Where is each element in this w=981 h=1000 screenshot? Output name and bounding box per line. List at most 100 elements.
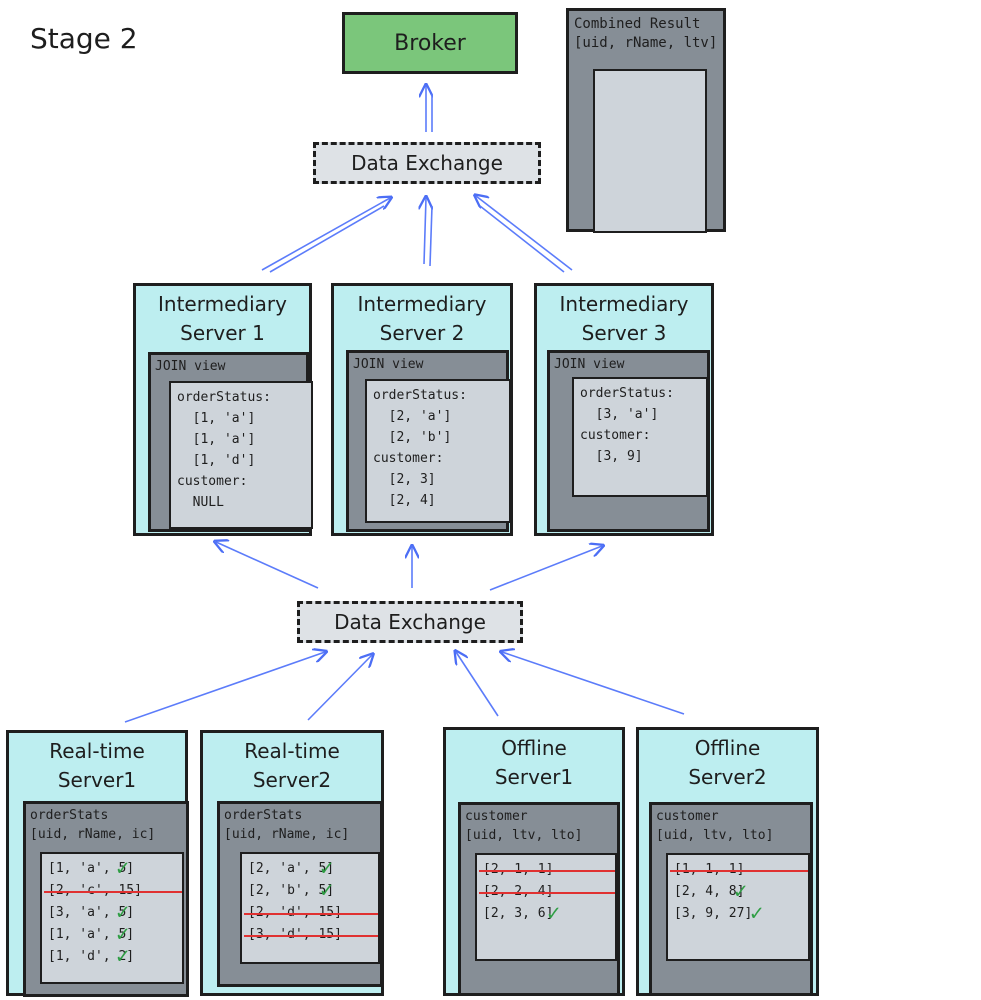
list-item: [2, 4]	[373, 493, 436, 508]
row-text: [2, 'c', 15]	[48, 883, 142, 898]
table-card: [2, 'a', 5]✓ [2, 'b', 5]✓ [2, 'd', 15] […	[240, 852, 380, 964]
table-columns: [uid, ltv, lto]	[465, 828, 583, 843]
join-view-card: orderStatus: [2, 'a'] [2, 'b'] customer:…	[365, 379, 511, 523]
row-text: [2, 'd', 15]	[248, 905, 342, 920]
source-server-subtitle: Server1	[57, 768, 137, 792]
table-row: [1, 'd', 2]✓	[48, 946, 176, 968]
source-server-title: Offline	[694, 736, 761, 760]
list-item: [1, 'a']	[177, 411, 256, 426]
table-name: customer	[656, 809, 719, 824]
row-text: [1, 1, 1]	[674, 862, 745, 877]
source-server-subtitle: Server2	[252, 768, 332, 792]
list-item: NULL	[177, 495, 224, 510]
offline-server-2: Offline Server2 customer [uid, ltv, lto]…	[636, 727, 819, 996]
arrow-exchange-to-im1	[216, 542, 319, 589]
top-data-exchange: Data Exchange	[313, 142, 541, 184]
arrow-rt2-to-exchange	[307, 655, 372, 721]
broker-box: Broker	[342, 12, 518, 74]
check-icon: ✓	[116, 856, 130, 881]
source-server-subtitle: Server1	[494, 765, 574, 789]
list-item: [1, 'a']	[177, 432, 256, 447]
combined-result-title: Combined Result	[574, 16, 701, 32]
intermediary-server-2: Intermediary Server 2 JOIN view orderSta…	[331, 283, 513, 536]
list-item: [2, 'b']	[373, 430, 452, 445]
table-row: [3, 9, 27]✓	[674, 903, 802, 925]
table-row: [2, 3, 6]✓	[483, 903, 609, 925]
top-data-exchange-label: Data Exchange	[351, 151, 503, 175]
check-icon: ✓	[734, 879, 748, 904]
join-view-label: JOIN view	[155, 359, 226, 374]
join-view-panel: JOIN view orderStatus: [1, 'a'] [1, 'a']…	[148, 352, 313, 532]
table-row: [3, 'a', 5]✓	[48, 902, 176, 924]
list-item: [2, 'a']	[373, 409, 452, 424]
row-text: [1, 'a', 5]	[48, 927, 135, 942]
table-columns: [uid, rName, ic]	[30, 827, 156, 842]
table-row: [1, 'a', 5]✓	[48, 858, 176, 880]
list-item: customer:	[373, 451, 444, 466]
arrow-im2-to-exchange-b	[429, 205, 433, 267]
check-icon: ✓	[320, 878, 334, 903]
offline-server-1: Offline Server1 customer [uid, ltv, lto]…	[443, 727, 625, 996]
table-name: orderStats	[224, 808, 303, 823]
table-columns: [uid, rName, ic]	[224, 827, 350, 842]
join-view-label: JOIN view	[554, 357, 625, 372]
table-row: [2, 'c', 15]	[44, 880, 182, 902]
arrow-im1-to-exchange-b	[269, 205, 385, 273]
join-view-card: orderStatus: [3, 'a'] customer: [3, 9]	[572, 377, 708, 497]
row-text: [2, 'a', 5]	[248, 861, 335, 876]
arrow-exchange-to-im3	[489, 546, 602, 591]
table-panel: orderStats [uid, rName, ic] [1, 'a', 5]✓…	[23, 801, 189, 997]
row-text: [2, 'b', 5]	[248, 883, 335, 898]
row-text: [2, 2, 4]	[483, 884, 554, 899]
arrow-rt1-to-exchange	[124, 652, 325, 723]
table-name: customer	[465, 809, 528, 824]
source-server-title: Real-time	[244, 739, 340, 763]
intermediary-server-title: Intermediary	[357, 292, 487, 316]
table-row: [2, 2, 4]	[479, 881, 615, 903]
table-panel: customer [uid, ltv, lto] [2, 1, 1] [2, 2…	[458, 802, 620, 996]
check-icon: ✓	[750, 901, 764, 926]
combined-result-columns: [uid, rName, ltv]	[574, 35, 718, 51]
row-text: [1, 'a', 5]	[48, 861, 135, 876]
check-icon: ✓	[116, 922, 130, 947]
table-columns: [uid, ltv, lto]	[656, 828, 774, 843]
realtime-server-2: Real-time Server2 orderStats [uid, rName…	[200, 730, 384, 996]
arrow-im1-to-exchange-a	[261, 198, 390, 271]
row-text: [1, 'd', 2]	[48, 949, 135, 964]
row-text: [2, 4, 8]	[674, 884, 745, 899]
combined-result-panel	[593, 69, 707, 233]
row-text: [2, 1, 1]	[483, 862, 554, 877]
list-item: customer:	[580, 428, 651, 443]
table-row: [1, 1, 1]	[670, 859, 808, 881]
row-text: [3, 'd', 15]	[248, 927, 342, 942]
source-server-title: Real-time	[49, 739, 145, 763]
arrow-im3-to-exchange-b	[479, 205, 565, 273]
check-icon: ✓	[320, 856, 334, 881]
list-item: customer:	[177, 474, 248, 489]
row-text: [3, 'a', 5]	[48, 905, 135, 920]
intermediary-server-subtitle: Server 2	[379, 321, 465, 345]
list-item: orderStatus:	[580, 386, 674, 401]
list-item: [1, 'd']	[177, 453, 256, 468]
check-icon: ✓	[547, 901, 561, 926]
arrow-im2-to-exchange-a	[424, 198, 426, 265]
join-view-panel: JOIN view orderStatus: [3, 'a'] customer…	[547, 350, 710, 532]
table-name: orderStats	[30, 808, 109, 823]
source-server-title: Offline	[501, 736, 567, 760]
check-icon: ✓	[116, 900, 130, 925]
intermediary-server-subtitle: Server 1	[180, 321, 265, 345]
source-server-subtitle: Server2	[688, 765, 767, 789]
check-icon: ✓	[116, 944, 130, 969]
row-text: [2, 3, 6]	[483, 906, 554, 921]
table-panel: customer [uid, ltv, lto] [1, 1, 1] [2, 4…	[649, 802, 813, 996]
arrow-off2-to-exchange	[502, 652, 685, 715]
table-row: [1, 'a', 5]✓	[48, 924, 176, 946]
intermediary-server-title: Intermediary	[158, 292, 287, 316]
table-card: [1, 'a', 5]✓ [2, 'c', 15] [3, 'a', 5]✓ […	[40, 852, 184, 984]
table-row: [2, 'b', 5]✓	[248, 880, 372, 902]
table-row: [2, 1, 1]	[479, 859, 615, 881]
list-item: orderStatus:	[373, 388, 467, 403]
list-item: orderStatus:	[177, 390, 271, 405]
table-panel: orderStats [uid, rName, ic] [2, 'a', 5]✓…	[217, 801, 383, 987]
arrow-off1-to-exchange	[456, 652, 499, 717]
